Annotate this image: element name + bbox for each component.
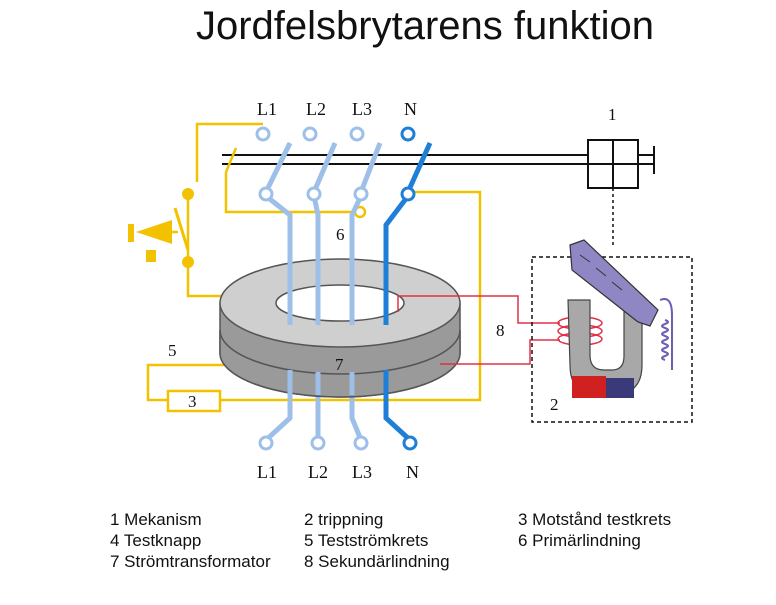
top-label-l1: L1 xyxy=(257,99,277,119)
bottom-terminals xyxy=(258,435,418,451)
diagram-title: Jordfelsbrytarens funktion xyxy=(195,4,654,48)
top-label-l2: L2 xyxy=(306,99,326,119)
legend-item: 3 Motstånd testkrets xyxy=(518,510,672,529)
phase-conductors xyxy=(263,141,383,442)
conductor-stubs-front xyxy=(287,370,389,395)
legend-item: 6 Primärlindning xyxy=(518,531,641,550)
mechanism-shaft xyxy=(222,139,655,245)
legend-item: 5 Testströmkrets xyxy=(304,531,429,550)
callout-resistor: 3 xyxy=(188,392,197,411)
legend-item: 4 Testknapp xyxy=(110,531,202,550)
core-front xyxy=(219,329,461,398)
legend: 1 Mekanism 2 trippning 3 Motstånd testkr… xyxy=(110,510,750,572)
callout-tripping: 2 xyxy=(550,395,559,414)
top-terminals xyxy=(255,126,416,202)
callout-mechanism: 1 xyxy=(608,105,617,124)
top-label-n: N xyxy=(404,99,417,119)
bottom-label-l1: L1 xyxy=(257,462,277,482)
legend-item: 7 Strömtransformator xyxy=(110,552,271,571)
neutral-conductor xyxy=(383,141,433,442)
resistor-box xyxy=(166,389,222,413)
bottom-label-n: N xyxy=(406,462,419,482)
callout-secondary: 8 xyxy=(496,321,505,340)
callout-test-circuit: 5 xyxy=(168,341,177,360)
tripping-relay xyxy=(531,239,693,423)
callout-primary: 6 xyxy=(336,225,345,244)
callout-transformer: 7 xyxy=(335,355,344,374)
test-button-icon xyxy=(128,188,194,268)
bottom-label-l3: L3 xyxy=(352,462,372,482)
legend-item: 1 Mekanism xyxy=(110,510,202,529)
top-label-l3: L3 xyxy=(352,99,372,119)
legend-item: 2 trippning xyxy=(304,510,384,529)
legend-item: 8 Sekundärlindning xyxy=(304,552,450,571)
bottom-label-l2: L2 xyxy=(308,462,328,482)
